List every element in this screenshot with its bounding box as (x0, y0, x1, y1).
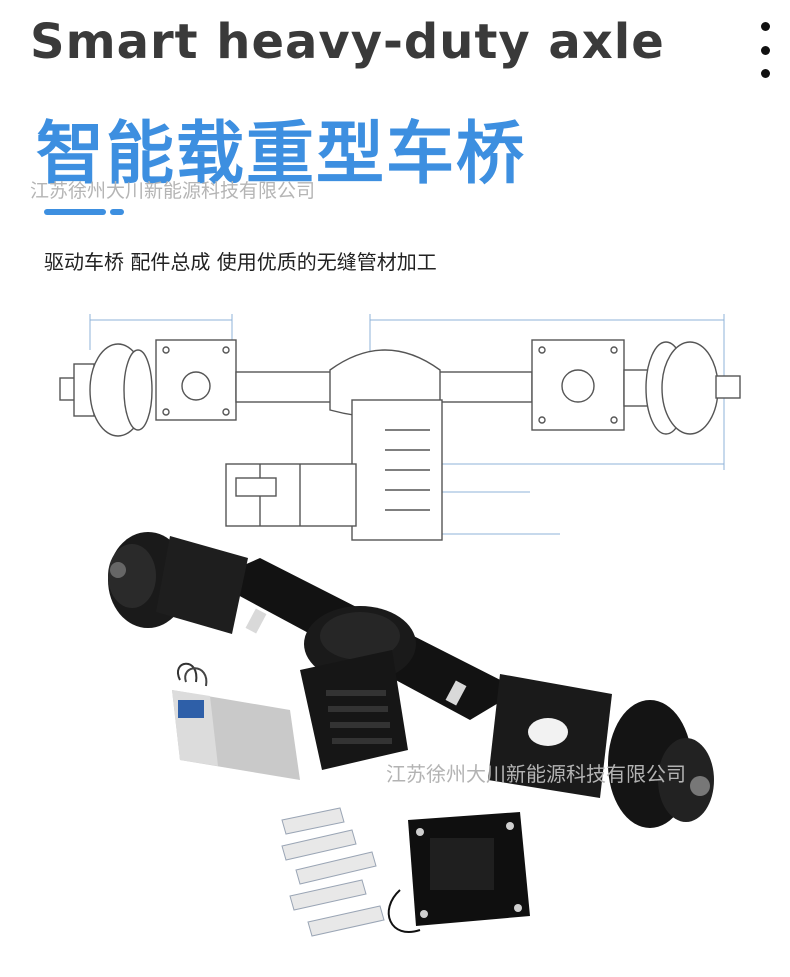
menu-dot (760, 45, 770, 55)
menu-dot (760, 22, 770, 31)
product-subtitle: 驱动车桥 配件总成 使用优质的无缝管材加工 (44, 250, 437, 274)
more-vertical-icon[interactable] (758, 22, 772, 78)
product-figure (0, 290, 790, 977)
accent-bar-long (44, 209, 106, 215)
company-watermark: 江苏徐州大川新能源科技有限公司 (30, 180, 316, 202)
company-watermark-figure: 江苏徐州大川新能源科技有限公司 (386, 762, 686, 786)
page-title-chinese: 智能载重型车桥 (36, 115, 527, 194)
accent-bar-short (110, 209, 124, 215)
axle-line-drawing (59, 314, 741, 541)
menu-dot (760, 69, 770, 78)
axle-product-render (108, 532, 714, 937)
page-title-english: Smart heavy-duty axle (30, 14, 665, 70)
